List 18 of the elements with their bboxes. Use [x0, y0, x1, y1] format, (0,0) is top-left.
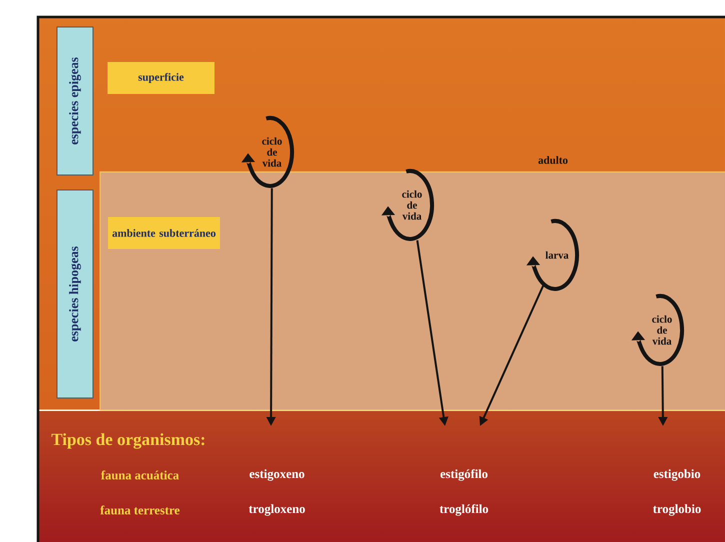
heading: Tipos de organismos: [51, 433, 204, 449]
organism-name: troglófilo [440, 504, 488, 516]
organism-name: estigoxeno [250, 469, 304, 481]
organism-name: trogloxeno [248, 504, 305, 516]
side-label-box: especies epigeas [56, 26, 94, 176]
organism-name: estigobio [654, 469, 700, 481]
label-box: superficie [108, 62, 214, 94]
side-label-box: especies hipogeas [56, 190, 94, 398]
caption-text: adulto [538, 156, 568, 164]
organism-name: troglobio [653, 504, 701, 516]
node-label: larva [546, 251, 569, 259]
label-box: ambiente subterráneo [108, 217, 220, 249]
row-label: fauna acuática [101, 470, 179, 480]
node-label: ciclo de vida [652, 315, 672, 345]
row-label: fauna terrestre [100, 506, 180, 514]
organism-name: estigófilo [440, 469, 488, 481]
node-label: ciclo de vida [262, 137, 282, 167]
node-label: ciclo de vida [402, 190, 422, 220]
